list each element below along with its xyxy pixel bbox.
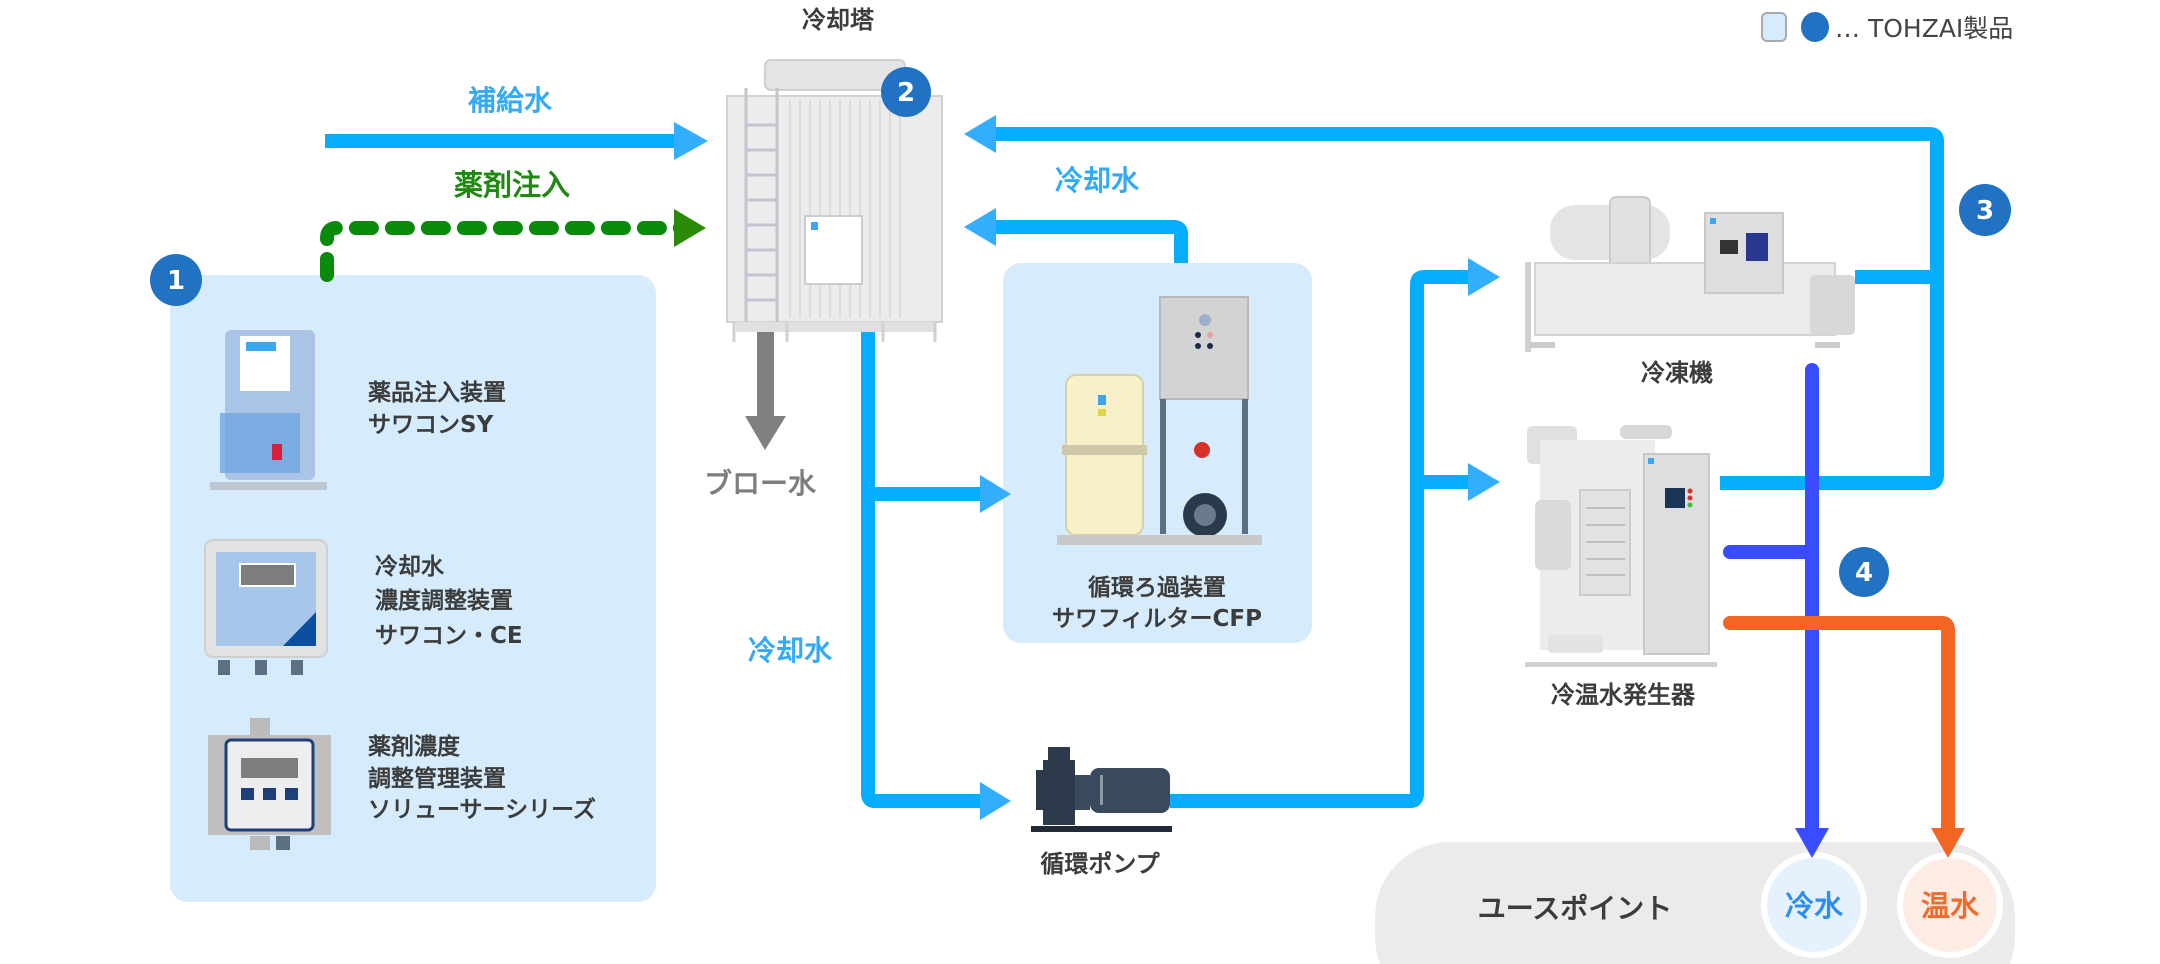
- chemical-device-1-text: 薬品注入装置 サワコンSY: [368, 379, 506, 438]
- hot-water-point: [1897, 852, 2003, 958]
- badge-2-number: 2: [897, 78, 915, 108]
- concentration-controller-icon: [204, 539, 328, 675]
- legend-badge-swatch: [1801, 12, 1829, 42]
- makeup-water-label: 補給水: [467, 84, 553, 117]
- device-3-line-1: 薬剤濃度: [368, 733, 461, 760]
- device-1-line-2: サワコンSY: [368, 412, 494, 438]
- chemical-concentration-manager-icon: [208, 718, 331, 850]
- badge-3: 3: [1959, 184, 2011, 236]
- absorption-chiller-heater-label: 冷温水発生器: [1551, 681, 1696, 709]
- absorption-chiller-heater-icon: [1525, 425, 1717, 667]
- device-2-line-3: サワコン・CE: [375, 623, 523, 649]
- device-2-line-1: 冷却水: [375, 553, 445, 580]
- cold-water-point: [1761, 852, 1867, 958]
- chiller-label: 冷凍機: [1641, 359, 1713, 387]
- use-point: ユースポイント 冷水 温水: [1375, 842, 2015, 964]
- filter-line-1: 循環ろ過装置: [1088, 574, 1226, 601]
- badge-1: 1: [150, 254, 202, 306]
- circulation-pump-label: 循環ポンプ: [1040, 850, 1160, 878]
- cooling-tower-label: 冷却塔: [802, 6, 875, 34]
- makeup-water-arrow: [325, 122, 708, 160]
- legend: … TOHZAI製品: [1761, 12, 2013, 43]
- badge-2: 2: [881, 67, 931, 117]
- badge-4-number: 4: [1855, 558, 1873, 588]
- blow-water-label: ブロー水: [704, 467, 817, 500]
- device-3-line-2: 調整管理装置: [368, 765, 506, 792]
- cooling-water-return-top: [964, 115, 1944, 490]
- cold-water-line: [1723, 363, 1829, 858]
- hot-water-line: [1723, 616, 1965, 858]
- cooling-water-top-label: 冷却水: [1055, 164, 1140, 197]
- hot-water-label: 温水: [1921, 889, 1980, 923]
- badge-3-number: 3: [1976, 196, 1994, 226]
- cooling-tower-icon: [726, 59, 943, 342]
- pump-to-chillers: [1170, 258, 1500, 808]
- cooling-water-left-label: 冷却水: [748, 634, 833, 667]
- chemical-injection-label: 薬剤注入: [454, 168, 570, 202]
- cooling-water-return-filter: [964, 208, 1188, 263]
- chiller-icon: [1525, 196, 1855, 352]
- device-1-line-1: 薬品注入装置: [368, 379, 506, 406]
- chemical-device-2-text: 冷却水 濃度調整装置 サワコン・CE: [375, 553, 523, 649]
- circulation-pump-icon: [1031, 747, 1172, 832]
- cooling-water-supply: [861, 330, 1011, 820]
- device-3-line-3: ソリューサーシリーズ: [368, 796, 596, 823]
- filter-unit-icon: [1057, 296, 1262, 545]
- badge-4: 4: [1839, 547, 1889, 597]
- blow-water-arrow: [745, 320, 786, 450]
- filter-line-2: サワフィルターCFP: [1052, 606, 1262, 632]
- chemical-injection-device-icon: [210, 330, 327, 490]
- chemical-device-3-text: 薬剤濃度 調整管理装置 ソリューサーシリーズ: [368, 733, 596, 823]
- filter-unit-text: 循環ろ過装置 サワフィルターCFP: [1052, 574, 1262, 632]
- cold-water-label: 冷水: [1785, 889, 1844, 923]
- badge-1-number: 1: [167, 266, 185, 296]
- legend-text: … TOHZAI製品: [1835, 14, 2013, 43]
- chemical-injection-arrow: [320, 209, 706, 282]
- device-2-line-2: 濃度調整装置: [375, 587, 513, 614]
- use-point-label: ユースポイント: [1478, 892, 1673, 925]
- legend-panel-swatch: [1761, 12, 1787, 42]
